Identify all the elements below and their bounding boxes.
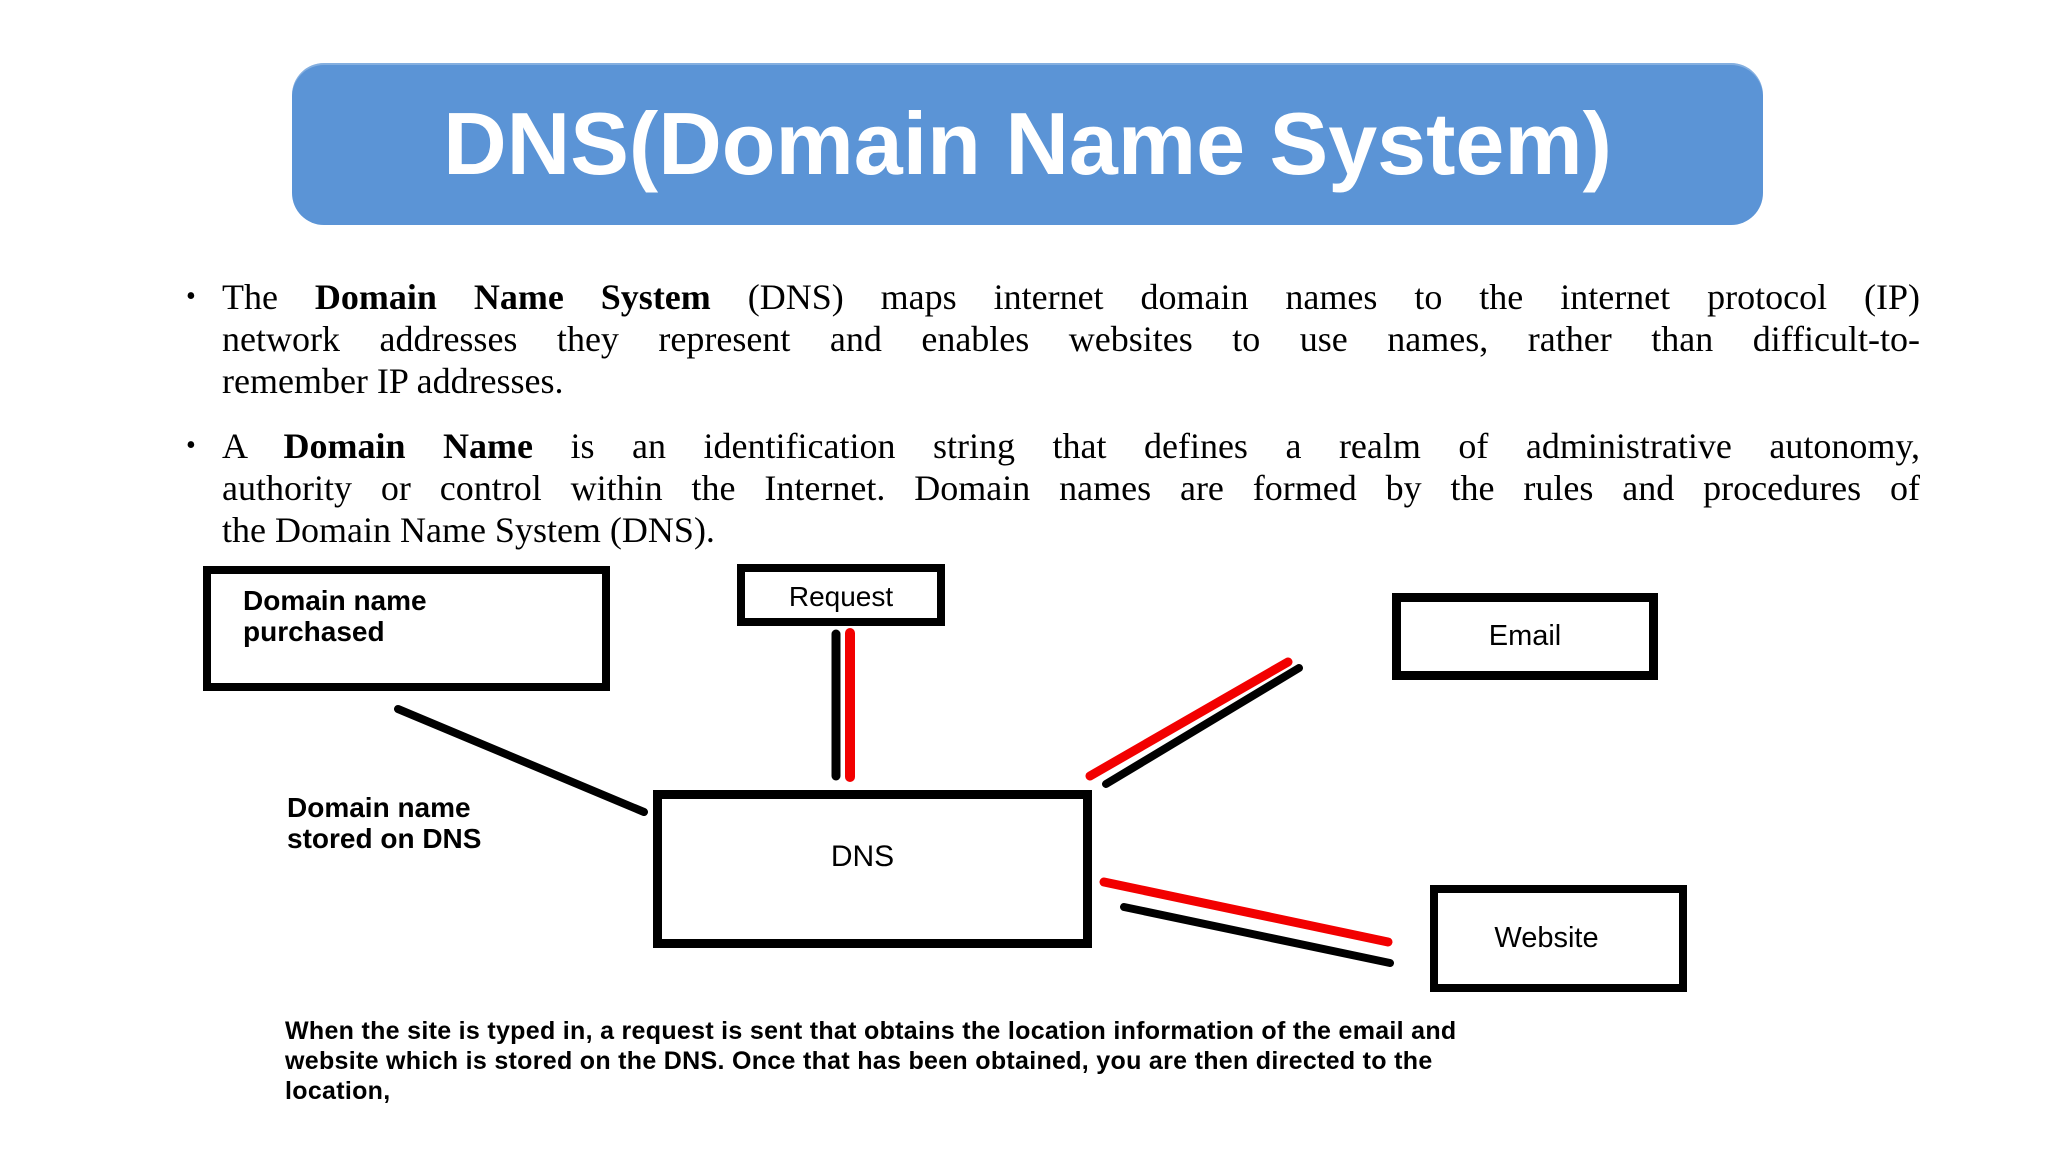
page-title: DNS(Domain Name System) [443,94,1612,193]
stored-label-line1: Domain name [287,792,471,823]
caption-line: location, [285,1077,391,1105]
domain-purchased-label-line1: Domain name [243,585,427,616]
caption-line: website which is stored on the DNS. Once… [285,1047,1433,1075]
title-banner: DNS(Domain Name System) [292,63,1763,225]
line-dns-website-black [1120,903,1394,967]
bullet-line: A Domain Name is an identification strin… [222,426,1920,466]
bullet-list: • The Domain Name System (DNS) maps inte… [186,276,1920,574]
caption: When the site is typed in, a request is … [285,1016,1845,1106]
website-box: Website [1430,885,1687,992]
line-dns-email-black [1102,664,1303,788]
line-dns-email-red [1085,657,1293,781]
bullet-marker: • [186,281,196,312]
dns-label: DNS [830,840,895,873]
bullet-line: remember IP addresses. [222,361,564,401]
email-label: Email [1488,620,1562,652]
bullet-item-2: • A Domain Name is an identification str… [186,425,1920,551]
caption-line: When the site is typed in, a request is … [285,1017,1457,1045]
bullet-line: The Domain Name System (DNS) maps intern… [222,277,1920,317]
stored-label-line2: stored on DNS [287,823,482,854]
domain-purchased-label-line2: purchased [243,616,385,647]
domain-purchased-box: Domain name purchased [203,566,610,691]
bullet-line: authority or control within the Internet… [222,468,1920,508]
dns-box: DNS [653,790,1092,948]
bullet-line: network addresses they represent and ena… [222,319,1920,359]
website-label: Website [1494,922,1599,954]
bullet-item-1: • The Domain Name System (DNS) maps inte… [186,276,1920,402]
stored-on-dns-label: Domain name stored on DNS [287,792,567,854]
request-label: Request [788,581,894,612]
bullet-line: the Domain Name System (DNS). [222,510,715,550]
line-dns-website-red [1099,877,1393,947]
request-box: Request [737,564,945,626]
bullet-marker: • [186,430,196,461]
email-box: Email [1392,593,1658,680]
